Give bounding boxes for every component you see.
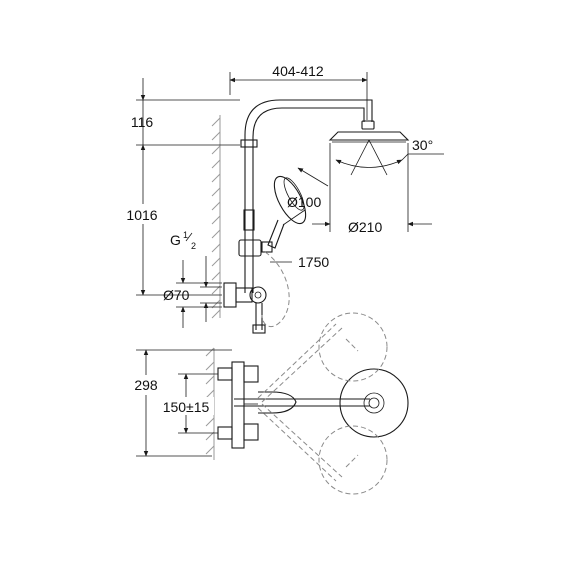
label-thread-num: 1 (183, 230, 188, 240)
hose (261, 251, 290, 328)
dim-left-vertical (136, 78, 240, 296)
valve-body-top (217, 361, 259, 449)
head-shower (328, 120, 410, 143)
head-shower-top (339, 368, 409, 438)
swing-ghost (257, 312, 388, 495)
dim-valve-height (136, 349, 232, 457)
label-hand-dia: Ø100 (287, 194, 321, 210)
dim-hand-dia (282, 167, 329, 226)
label-thread-g: G (170, 232, 181, 248)
thread-callout: G 1 2 (170, 230, 222, 322)
wall-front (211, 115, 221, 319)
label-inlet-spacing: 150±15 (163, 399, 210, 415)
dim-arm-reach (229, 72, 368, 120)
hand-shower (238, 175, 307, 257)
label-top-height: 116 (131, 114, 154, 130)
dim-head-dia (312, 143, 432, 232)
label-arm-reach: 404-412 (272, 63, 324, 79)
label-head-dia: Ø210 (348, 219, 382, 235)
label-hose: 1750 (298, 254, 329, 270)
dim-valve-dia (176, 260, 222, 328)
label-valve-dia: Ø70 (163, 287, 190, 303)
label-valve-height: 298 (134, 377, 158, 393)
dim-angle (335, 139, 444, 176)
label-rail-height: 1016 (126, 207, 157, 223)
arm-top (234, 391, 370, 414)
label-thread-den: 2 (191, 241, 196, 251)
label-angle: 30° (412, 137, 433, 153)
riser-pipe (240, 99, 373, 293)
